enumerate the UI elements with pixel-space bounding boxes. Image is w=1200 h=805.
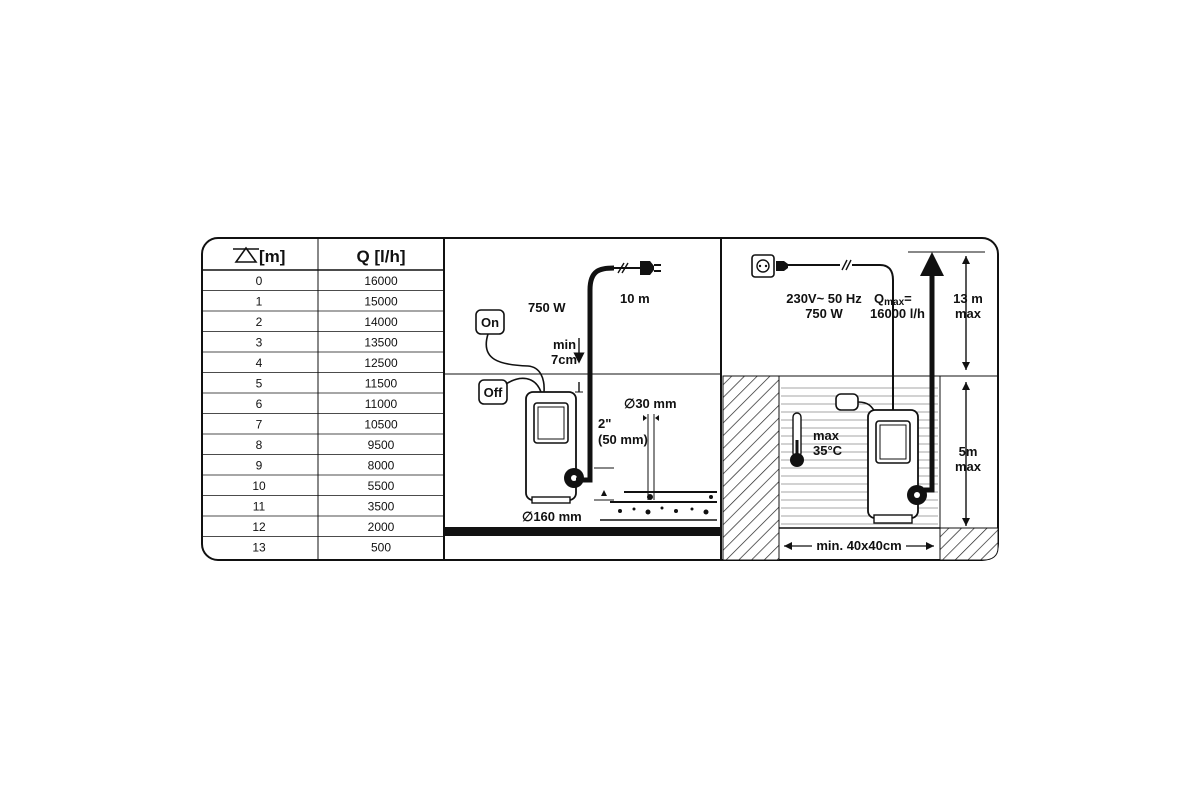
pit-power-cable: [788, 264, 894, 410]
outer-frame: [201, 237, 999, 561]
temp-max-label: max: [813, 428, 840, 443]
qmax-equals: =: [904, 291, 912, 306]
cable-length-label: 10 m: [620, 291, 650, 306]
table-cell-head: 3: [256, 336, 263, 350]
voltage-label: 230V~ 50 Hz: [786, 291, 862, 306]
table-cell-flow: 11000: [365, 397, 398, 411]
discharge-hose: [576, 265, 615, 483]
ground-left: [722, 375, 780, 561]
qmax-symbol: Q: [874, 291, 884, 306]
table-cell-flow: 2000: [368, 520, 395, 534]
depth-value: 5m: [959, 444, 978, 459]
table-cell-flow: 8000: [368, 459, 395, 473]
thermometer-icon: [790, 412, 804, 467]
table-cell-flow: 10500: [364, 418, 398, 432]
header-head: [m]: [259, 247, 285, 266]
table-cell-head: 4: [256, 356, 263, 370]
plug-icon: [640, 261, 661, 275]
table-cell-head: 7: [256, 418, 263, 432]
table-cell-head: 0: [256, 274, 263, 288]
hose-inch-label: 2": [598, 416, 611, 431]
head-max-value: 13 m: [953, 291, 983, 306]
table-cell-flow: 16000: [364, 274, 398, 288]
table-cell-head: 11: [253, 500, 266, 514]
table-cell-flow: 14000: [364, 315, 398, 329]
table-cell-flow: 11500: [365, 377, 398, 391]
depth-label: max: [955, 459, 982, 474]
qmax-subscript: max: [884, 297, 904, 308]
particle-size-label: ∅30 mm: [624, 396, 677, 411]
switch-on-label: On: [481, 315, 499, 330]
qmax-label: Qmax=: [874, 291, 912, 308]
pit-float-icon: [835, 393, 859, 411]
ground-gravel: [600, 491, 717, 521]
table-cell-head: 9: [256, 459, 263, 473]
pit-power-label: 750 W: [805, 306, 843, 321]
installation-panel: On Off 750 W 10 m min 7cm: [444, 261, 721, 536]
pump-icon: [525, 391, 584, 504]
pit-pump-icon: [867, 409, 927, 524]
table-cell-flow: 13500: [364, 336, 398, 350]
base-diameter-label: ∅160 mm: [522, 509, 582, 524]
table-cell-head: 2: [256, 315, 263, 329]
table-cell-head: 1: [256, 295, 263, 309]
table-cell-head: 8: [256, 438, 263, 452]
float-cable-off: [505, 377, 542, 393]
pit-discharge-arrow: [920, 252, 944, 276]
min-label: min: [553, 337, 576, 352]
table-cell-flow: 12500: [364, 356, 398, 370]
ground-right-hatch: [939, 527, 999, 561]
table-cell-head: 12: [252, 520, 266, 534]
head-max-label: max: [955, 306, 982, 321]
pump-power-label: 750 W: [528, 300, 566, 315]
pit-discharge-hose: [924, 275, 935, 493]
table-cell-flow: 5500: [368, 479, 395, 493]
table-cell-flow: 9500: [368, 438, 395, 452]
pit-size-label: min. 40x40cm: [816, 538, 901, 553]
float-cable: [485, 333, 545, 393]
switch-off-label: Off: [484, 385, 503, 400]
table-cell-flow: 3500: [368, 500, 395, 514]
pit-panel: 230V~ 50 Hz 750 W Qmax= 16000 l/h max 35…: [722, 251, 999, 561]
min-value-label: 7cm: [551, 352, 577, 367]
header-flow: Q [l/h]: [356, 247, 405, 266]
table-cell-head: 5: [256, 377, 263, 391]
socket-icon: [751, 254, 788, 278]
switch-off-box: [478, 379, 508, 405]
switch-on-box: [475, 309, 505, 335]
table-cell-head: 13: [252, 541, 266, 555]
hose-mm-label: (50 mm): [598, 432, 648, 447]
table-cell-head: 6: [256, 397, 263, 411]
floor-slab: [444, 527, 721, 536]
temp-value-label: 35°C: [813, 443, 843, 458]
head-height-icon: [233, 246, 259, 263]
qmax-value: 16000 l/h: [870, 306, 925, 321]
table-cell-flow: 15000: [364, 295, 398, 309]
table-cell-flow: 500: [371, 541, 391, 555]
table-cell-head: 10: [252, 479, 266, 493]
